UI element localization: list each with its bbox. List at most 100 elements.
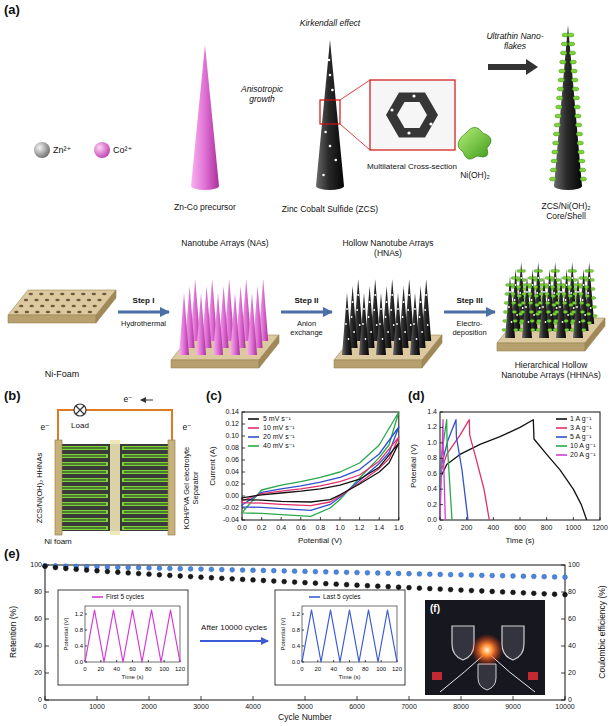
nanotube-rod: [124, 503, 168, 504]
retention-point: [240, 577, 245, 582]
figure-label: 600: [514, 524, 526, 532]
nanoflake: [528, 302, 532, 305]
pore-dot: [556, 307, 558, 309]
efficiency-point: [251, 568, 256, 573]
pore-dot: [588, 277, 590, 279]
photo-crest: [478, 664, 496, 690]
pore-dot: [385, 316, 387, 318]
nanoflake: [568, 42, 574, 46]
cv-curve: [242, 437, 399, 505]
pore-dot: [587, 292, 589, 294]
pore-dot: [514, 299, 516, 301]
nanotube-cone: [359, 293, 369, 355]
figure-label: 800: [541, 524, 553, 532]
tick-mark: [242, 496, 245, 497]
pore-dot: [528, 321, 530, 323]
pore-dot: [425, 294, 427, 296]
nanotube-cone: [382, 286, 392, 348]
foam-pore: [14, 311, 18, 314]
tick-mark: [116, 660, 117, 662]
pore-dot: [410, 324, 412, 326]
foam-pore: [87, 299, 91, 302]
figure-label: 0.08: [225, 444, 239, 452]
tick-mark: [493, 517, 494, 520]
nanoflake: [584, 277, 588, 280]
pore-dot: [525, 306, 527, 308]
nanotube-rod: [122, 518, 168, 522]
ni-foam-plate: [168, 440, 175, 535]
figure-label: 10000: [555, 703, 574, 711]
nanoflake: [522, 293, 526, 296]
nanotube-rod: [124, 479, 168, 480]
pore-dot: [537, 277, 539, 279]
nanoflake: [577, 141, 583, 145]
figure-label: Zn²⁺: [53, 145, 71, 155]
figure-label: Hydrothermal: [119, 320, 169, 329]
figure-label: 0.6: [296, 524, 306, 532]
nanotube-cone: [562, 269, 572, 331]
efficiency-point: [126, 565, 131, 570]
nanoflake: [504, 302, 508, 305]
nanoflake: [550, 168, 556, 172]
pore-dot: [334, 159, 337, 162]
foam-pore: [25, 311, 29, 314]
efficiency-point: [438, 572, 443, 577]
nanoflake: [549, 177, 555, 181]
retention-point: [355, 583, 360, 588]
nanotube-cone: [511, 269, 521, 331]
nanotube-cone: [342, 293, 352, 355]
pore-dot: [376, 324, 378, 326]
tick-mark: [45, 696, 46, 700]
efficiency-point: [43, 563, 48, 568]
figure-label: 100: [376, 666, 386, 673]
foam-pore: [39, 293, 43, 296]
pore-dot: [328, 59, 331, 62]
nanotube-cone: [579, 269, 589, 331]
pore-dot: [562, 321, 564, 323]
ni-foam-slab: [497, 343, 585, 351]
foam-pore: [29, 293, 33, 296]
nanoflake: [503, 320, 507, 323]
efficiency-point: [199, 567, 204, 572]
foam-pore: [71, 293, 75, 296]
nanoflake: [505, 293, 509, 296]
figure-label: 0.00: [225, 492, 239, 500]
efficiency-point: [479, 573, 484, 578]
ni-foam-slab: [8, 315, 96, 323]
process-arrow: [281, 311, 332, 314]
figure-label: Electro-deposition: [445, 320, 495, 337]
retention-point: [448, 587, 453, 592]
tick-mark: [100, 660, 101, 662]
nanotube-rod: [122, 494, 168, 498]
foam-pore: [77, 311, 81, 314]
legend-text: 1 A g⁻¹: [570, 415, 592, 423]
figure-label: 1.2: [75, 611, 83, 618]
nanotube-cone: [573, 276, 583, 338]
retention-point: [84, 568, 89, 573]
pore-dot: [397, 308, 399, 310]
efficiency-point: [490, 573, 495, 578]
cv-curve: [242, 427, 399, 510]
pore-dot: [373, 309, 375, 311]
foam-pore: [61, 305, 65, 308]
photo-crest: [502, 626, 524, 660]
tick-mark: [440, 520, 443, 521]
efficiency-point: [396, 571, 401, 576]
figure-label: (d): [408, 389, 425, 404]
pore-dot: [570, 292, 572, 294]
nanoflake: [523, 284, 527, 287]
nanoflake: [534, 270, 538, 273]
pore-dot: [582, 299, 584, 301]
nanoflake: [578, 150, 584, 154]
figure-label: 4000: [245, 703, 261, 711]
legend-swatch: [556, 445, 567, 447]
retention-point: [199, 575, 204, 580]
efficiency-point: [407, 571, 412, 576]
figure-label: Potential (V): [298, 536, 342, 545]
pore-dot: [390, 309, 392, 311]
gcd-cycle-curve: [302, 610, 397, 662]
efficiency-point: [542, 574, 547, 579]
tick-mark: [242, 517, 243, 520]
photo-device: [528, 672, 538, 680]
nanoflake: [556, 105, 562, 109]
